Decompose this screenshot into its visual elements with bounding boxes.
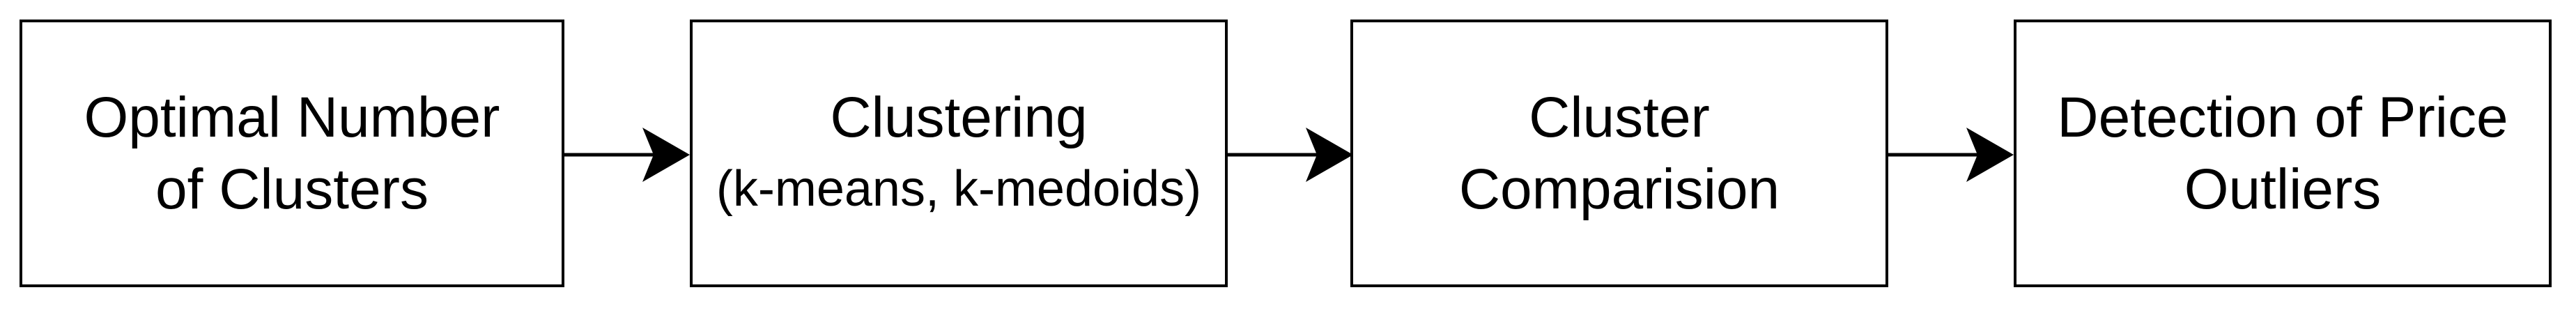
flow-step-label-line1: Cluster — [1529, 86, 1710, 149]
flow-step-label-line2: Outliers — [2184, 158, 2382, 221]
flow-step-label-line2: of Clusters — [155, 158, 429, 221]
flow-step-label-line1: Detection of Price — [2057, 86, 2508, 149]
flow-step-label-line1: Clustering — [830, 86, 1088, 149]
flow-step-optimal-number-of-clusters: Optimal Number of Clusters — [20, 20, 564, 287]
connector-arrow-right-icon — [564, 113, 690, 197]
flow-step-label-line2: Comparision — [1458, 158, 1780, 221]
flow-step-label-line2: (k-means, k-medoids) — [716, 161, 1202, 217]
connector-arrow-right-icon — [1888, 113, 2014, 197]
flow-step-cluster-comparision: Cluster Comparision — [1350, 20, 1888, 287]
flow-step-clustering: Clustering (k-means, k-medoids) — [690, 20, 1228, 287]
flow-step-label-line1: Optimal Number — [84, 86, 500, 149]
connector-arrow-right-icon — [1228, 113, 1353, 197]
flow-step-detection-of-price-outliers: Detection of Price Outliers — [2014, 20, 2552, 287]
